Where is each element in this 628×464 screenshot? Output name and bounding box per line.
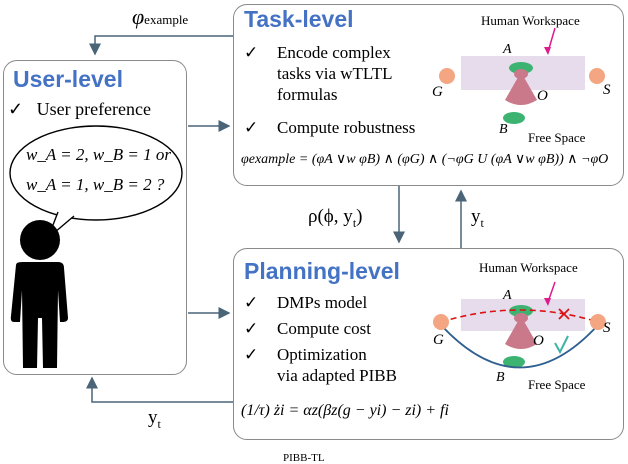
plan-label-B: B bbox=[496, 370, 505, 385]
plan-check-2: ✓ bbox=[244, 319, 259, 338]
phi-example-label: φexample bbox=[132, 4, 189, 29]
y-up-label: yt bbox=[471, 206, 484, 230]
plan-check-3: ✓ bbox=[244, 345, 259, 364]
task-level-title: Task-level bbox=[244, 6, 354, 32]
cross-mark bbox=[558, 308, 570, 320]
feedback-arrow-bottom bbox=[86, 376, 233, 403]
task-check-1: ✓ bbox=[244, 43, 259, 62]
plan-free-space-label: Free Space bbox=[528, 377, 586, 392]
marker-S-plan bbox=[590, 314, 606, 330]
marker-G bbox=[439, 68, 455, 84]
bubble-line-1: w_A = 2, w_B = 1 or bbox=[26, 145, 171, 164]
plan-item-1: DMPs model bbox=[277, 293, 368, 312]
plan-item-2: Compute cost bbox=[277, 319, 371, 338]
feedback-arrow-top bbox=[89, 35, 233, 56]
task-label-B: B bbox=[499, 122, 508, 137]
marker-B-plan bbox=[503, 356, 525, 368]
task-formula: φexample = (φA ∨w φB) ∧ (φG) ∧ (¬φG U (φ… bbox=[241, 152, 609, 167]
user-level-title: User-level bbox=[13, 66, 123, 92]
task-item-1-line-2: tasks via wTLTL bbox=[277, 64, 393, 83]
user-preference-item: ✓ User preference bbox=[8, 99, 152, 119]
planning-level-title: Planning-level bbox=[244, 258, 400, 284]
bubble-line-2: w_A = 1, w_B = 2 ? bbox=[26, 175, 165, 194]
task-label-A: A bbox=[503, 42, 512, 57]
marker-A-plan bbox=[509, 305, 533, 317]
task-level-panel bbox=[233, 4, 624, 186]
check-mark bbox=[554, 335, 569, 355]
y-bottom-label: yt bbox=[148, 407, 161, 431]
dmp-formula: (1/τ) żi = αz(βz(g − yi) − zi) + fi bbox=[241, 402, 449, 419]
marker-S bbox=[589, 68, 605, 84]
plan-item-3-line-2: via adapted PIBB bbox=[277, 366, 397, 385]
plan-label-A: A bbox=[503, 288, 512, 303]
task-item-1-line-3: formulas bbox=[277, 85, 338, 104]
robot-obstacle-plan bbox=[505, 316, 537, 349]
speech-bubble bbox=[9, 125, 183, 221]
robot-obstacle bbox=[505, 72, 537, 105]
marker-G-plan bbox=[433, 314, 449, 330]
blue-path bbox=[440, 324, 599, 369]
plan-label-G: G bbox=[433, 332, 444, 348]
task-human-workspace-label: Human Workspace bbox=[481, 13, 580, 28]
marker-A bbox=[509, 62, 533, 74]
task-label-S: S bbox=[603, 82, 611, 98]
plan-label-O: O bbox=[533, 333, 544, 349]
task-item-2: Compute robustness bbox=[277, 118, 416, 137]
person-icon bbox=[10, 220, 69, 368]
task-label-G: G bbox=[432, 84, 443, 100]
red-dashed-path bbox=[440, 309, 599, 323]
planning-level-panel bbox=[233, 248, 624, 440]
plan-item-3-line-1: Optimization bbox=[277, 345, 367, 364]
task-label-O: O bbox=[537, 88, 548, 104]
task-check-2: ✓ bbox=[244, 118, 259, 137]
task-item-1-line-1: Encode complex bbox=[277, 43, 391, 62]
plan-human-workspace-label: Human Workspace bbox=[479, 260, 578, 275]
plan-label-S: S bbox=[603, 320, 611, 336]
plan-check-1: ✓ bbox=[244, 293, 259, 312]
rho-label: ρ(ϕ, yt) bbox=[308, 206, 363, 230]
bottom-cut-text: PIBB-TL bbox=[283, 452, 325, 464]
task-free-space-label: Free Space bbox=[528, 130, 586, 145]
marker-B bbox=[503, 112, 525, 124]
